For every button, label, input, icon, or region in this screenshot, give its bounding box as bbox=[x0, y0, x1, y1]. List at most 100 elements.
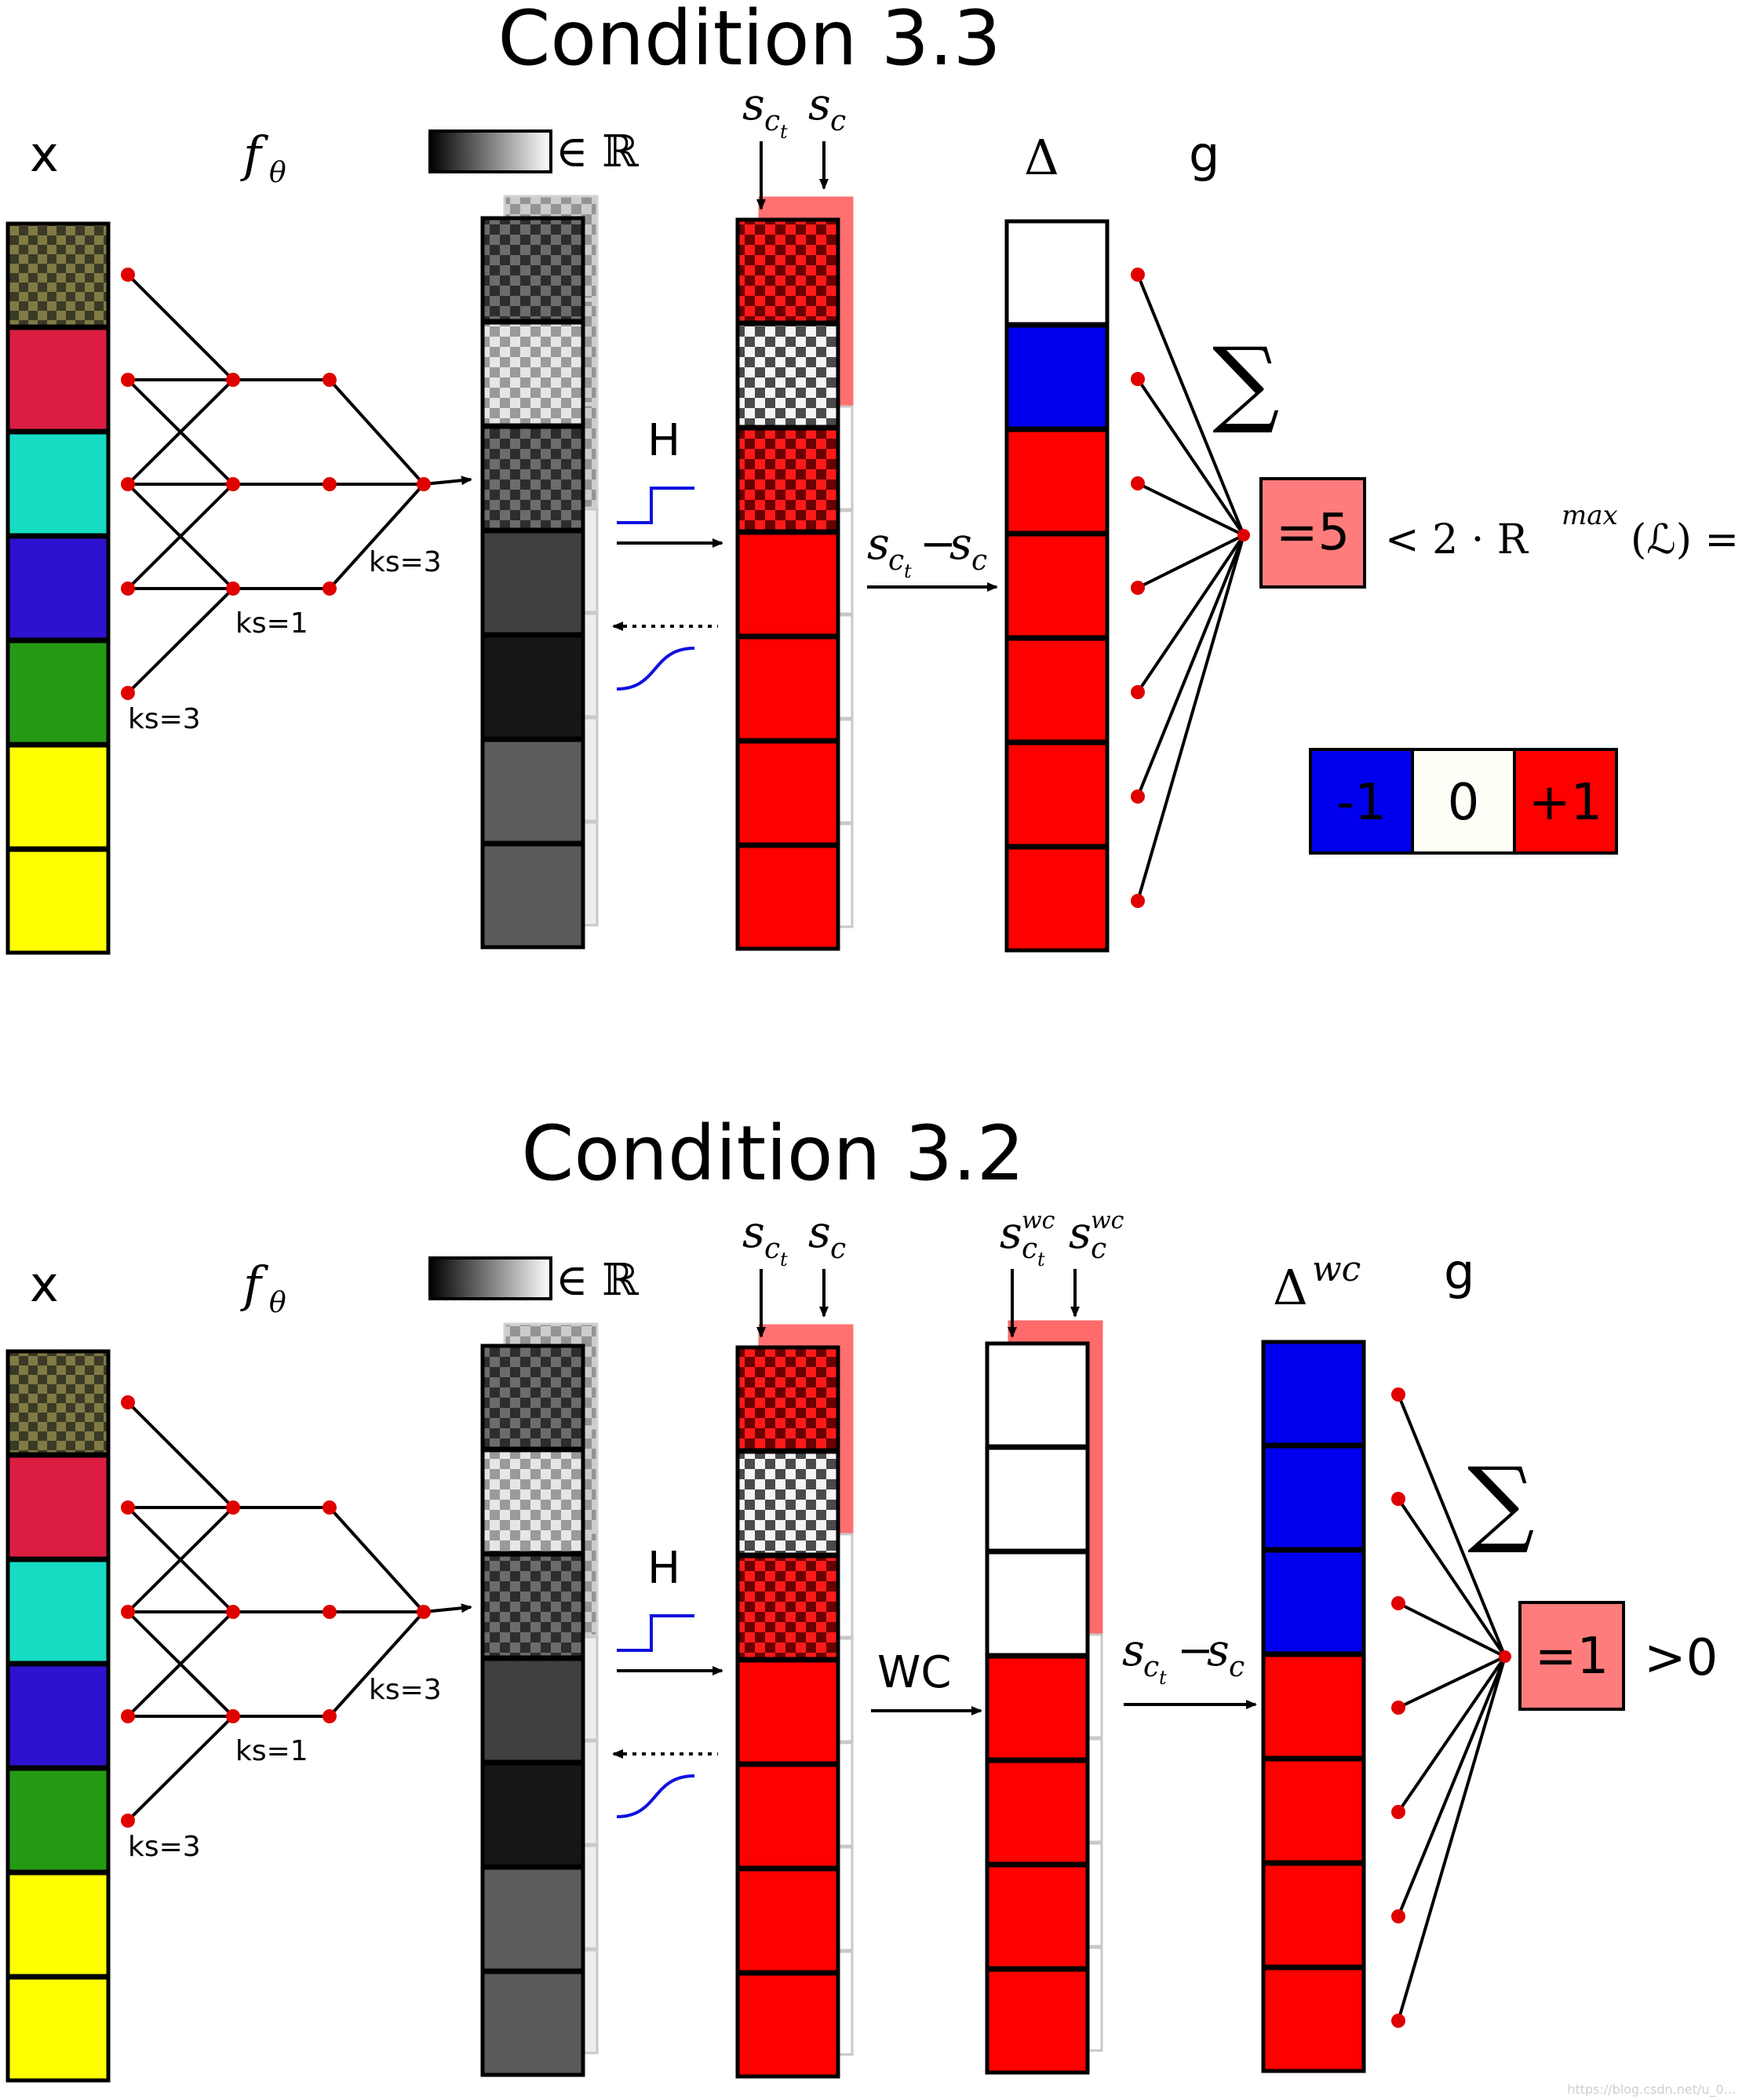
feature-cell bbox=[480, 738, 585, 845]
sum-label: g bbox=[1444, 1243, 1474, 1300]
fan-node bbox=[1131, 685, 1145, 699]
network-edge bbox=[126, 483, 235, 590]
fan-edge bbox=[1136, 274, 1245, 536]
fan-edge bbox=[1137, 534, 1245, 589]
score-column bbox=[735, 1324, 854, 2079]
network-node bbox=[323, 373, 337, 387]
delta-cell bbox=[1261, 1966, 1366, 2073]
fan-node bbox=[1391, 1596, 1405, 1610]
feature-cell bbox=[480, 216, 585, 323]
s-ct-subsub: t bbox=[780, 1249, 788, 1271]
s-ct-subsub: t bbox=[780, 121, 788, 143]
result-box bbox=[1259, 477, 1366, 589]
score-cell bbox=[735, 1449, 840, 1557]
network-node bbox=[323, 1709, 337, 1723]
s-wc-c-sup: wc bbox=[1091, 1207, 1124, 1234]
network-node bbox=[121, 373, 135, 387]
legend-label-neg: -1 bbox=[1336, 774, 1387, 832]
network-node bbox=[417, 1605, 431, 1619]
fan-node bbox=[1391, 1387, 1405, 1402]
feature-cell bbox=[480, 1552, 585, 1660]
diff-s-c: s bbox=[949, 519, 972, 570]
input-cell bbox=[5, 1558, 111, 1665]
network-edge bbox=[126, 1506, 235, 1613]
result-box bbox=[1518, 1601, 1625, 1711]
network bbox=[121, 268, 472, 700]
diff-s-ct-sub: c bbox=[888, 545, 904, 577]
diff-s-ct-subsub: t bbox=[904, 560, 912, 582]
input-cell bbox=[5, 1349, 111, 1457]
input-cell bbox=[5, 1871, 111, 1978]
network-edge bbox=[126, 587, 235, 695]
diff-s-c-sub: c bbox=[1229, 1651, 1245, 1683]
feature-column bbox=[480, 195, 599, 950]
fan-target-node bbox=[1237, 529, 1250, 541]
ks-label-inner: ks=3 bbox=[128, 1831, 201, 1863]
delta-cell bbox=[1004, 741, 1110, 848]
s-wc-ct-sub: c bbox=[1022, 1233, 1037, 1265]
ks-label-middle: ks=1 bbox=[235, 1735, 308, 1767]
input-cell bbox=[5, 743, 111, 851]
fan-edge bbox=[1397, 1656, 1507, 1917]
sigmoid-function-icon bbox=[616, 647, 695, 691]
s-ct-sub: c bbox=[764, 105, 780, 137]
network-node bbox=[121, 1709, 135, 1723]
fan-node bbox=[1131, 894, 1145, 908]
delta-cell bbox=[1004, 428, 1110, 535]
fan-edge bbox=[1397, 1394, 1507, 1657]
network-node bbox=[323, 1605, 337, 1619]
delta-label: Δ bbox=[1024, 129, 1059, 186]
legend-label-pos: +1 bbox=[1529, 774, 1602, 832]
s-wc-ct-sup: wc bbox=[1022, 1207, 1055, 1234]
s-ct-label: s bbox=[742, 79, 765, 130]
fan-target-node bbox=[1499, 1650, 1511, 1663]
sum-symbol: ∑ bbox=[1467, 1448, 1535, 1557]
gradient-bar bbox=[428, 129, 552, 173]
network-node bbox=[226, 582, 240, 596]
s-c-sub: c bbox=[830, 1233, 846, 1265]
wc-cell bbox=[985, 1863, 1090, 1971]
step-function-icon bbox=[617, 487, 694, 524]
legend-swatch-neg bbox=[1309, 748, 1414, 855]
net-label: f θ bbox=[240, 1256, 286, 1319]
panel-title: Condition 3.3 bbox=[497, 0, 1000, 82]
feature-cell bbox=[480, 842, 585, 950]
panel-condition-3-2: Condition 3.2 x f θ ∈ ℝ ks=3 ks=1 ks=3 H… bbox=[5, 1110, 1718, 2083]
feature-cell bbox=[480, 320, 585, 428]
comparison: < 2 · R max (ℒ) = 6 bbox=[1385, 500, 1742, 563]
delta-label: Δ bbox=[1273, 1259, 1308, 1316]
score-cell bbox=[735, 1554, 840, 1661]
network-node bbox=[323, 1500, 337, 1515]
network-edge bbox=[328, 1506, 425, 1613]
network-node bbox=[121, 268, 135, 282]
fan-edge bbox=[1397, 1655, 1507, 1814]
feature-cell bbox=[480, 1343, 585, 1451]
s-wc-ct-label: s bbox=[1000, 1208, 1022, 1259]
network-node bbox=[121, 477, 135, 491]
legend-swatch-pos bbox=[1513, 748, 1618, 855]
score-cell bbox=[735, 1658, 840, 1766]
score-cell bbox=[735, 426, 840, 534]
s-wc-c-sub: c bbox=[1091, 1233, 1106, 1265]
feature-cell bbox=[480, 1761, 585, 1868]
network-edge bbox=[126, 378, 235, 486]
result-value: =5 bbox=[1276, 504, 1350, 562]
delta-cell bbox=[1004, 532, 1110, 640]
wc-cell bbox=[985, 1759, 1090, 1866]
feature-cell bbox=[480, 1865, 585, 1973]
input-cell bbox=[5, 221, 111, 329]
delta-cell bbox=[1261, 1340, 1366, 1447]
score-cell bbox=[735, 217, 840, 325]
wc-cell bbox=[985, 1550, 1090, 1657]
diff-label: s c t − s c bbox=[1122, 1625, 1245, 1689]
input-cell bbox=[5, 534, 111, 642]
sum-symbol: ∑ bbox=[1212, 328, 1280, 437]
score-cell bbox=[735, 844, 840, 951]
network-edge bbox=[126, 1715, 235, 1822]
delta-column bbox=[1261, 1340, 1366, 2073]
score-cell bbox=[735, 1971, 840, 2079]
net-label: f θ bbox=[240, 126, 286, 189]
diff-s-ct: s bbox=[1122, 1625, 1145, 1676]
fan-node bbox=[1131, 789, 1145, 804]
